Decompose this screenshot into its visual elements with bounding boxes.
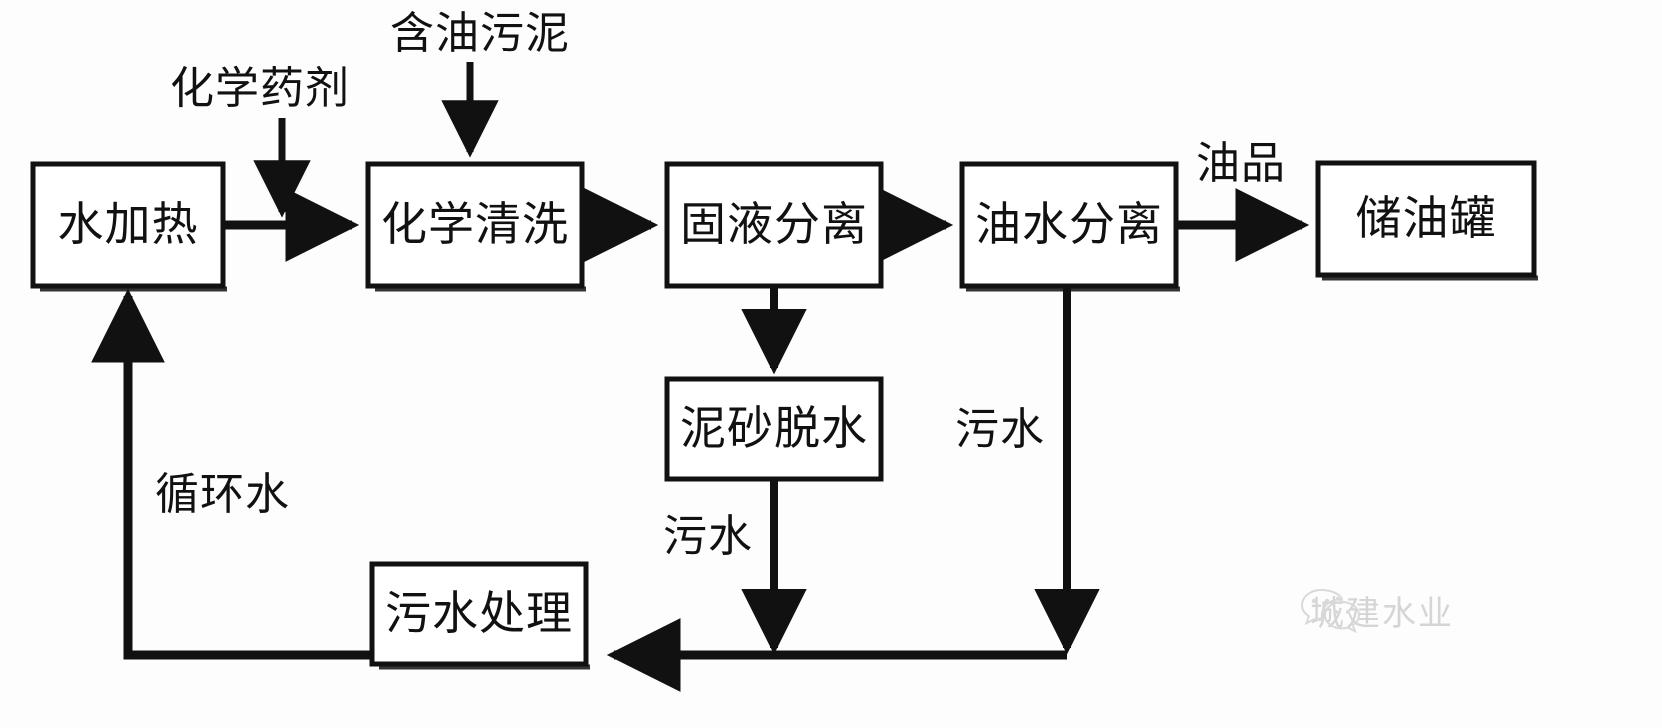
edge-label-sewage-from-sand: 污水 bbox=[663, 512, 753, 561]
box-chemical-washing bbox=[365, 161, 585, 289]
box-oil-storage-tank bbox=[1315, 160, 1537, 278]
box-solid-liquid-sep bbox=[664, 161, 884, 289]
node-boxes bbox=[30, 160, 1537, 667]
watermark-text: 城建水业 bbox=[1310, 596, 1454, 633]
edge-label-sewage-from-oilwater: 污水 bbox=[955, 405, 1045, 454]
edge-label-oily-sludge: 含油污泥 bbox=[390, 9, 570, 58]
box-oil-water-sep bbox=[959, 161, 1179, 289]
edge-label-chemical-agent: 化学药剂 bbox=[170, 64, 350, 113]
edge-label-oil-product: 油品 bbox=[1196, 139, 1286, 188]
box-sewage-treatment bbox=[369, 561, 589, 667]
feed-arrows bbox=[253, 62, 499, 218]
edge-label-recycled-water: 循环水 bbox=[155, 470, 290, 519]
process-arrows bbox=[741, 286, 1100, 655]
recycled-water-path bbox=[91, 288, 372, 660]
box-water-heating bbox=[30, 161, 226, 289]
watermark: 城建水业 bbox=[1300, 586, 1454, 635]
box-sand-dewatering bbox=[664, 376, 884, 482]
line-recycled-water bbox=[91, 288, 372, 660]
